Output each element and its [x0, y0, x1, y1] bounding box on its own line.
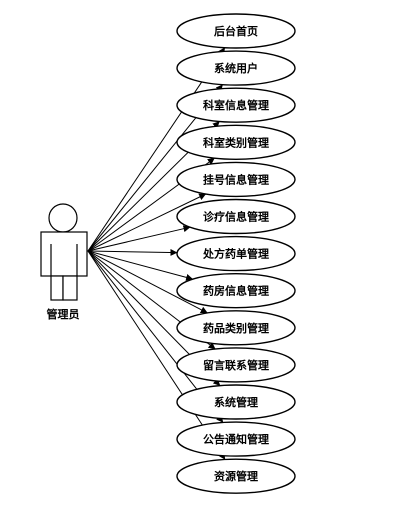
actor-label: 管理员 [47, 307, 80, 321]
association-line-pharmacy-info [87, 250, 194, 281]
use-case-pharmacy-info: 药房信息管理 [176, 273, 296, 309]
use-case-resources: 资源管理 [176, 458, 296, 494]
use-case-ellipse [176, 458, 296, 494]
use-case-ellipse [176, 87, 296, 123]
use-case-dashboard: 后台首页 [176, 13, 296, 49]
use-case-announcement: 公告通知管理 [176, 421, 296, 457]
use-case-ellipse [176, 310, 296, 346]
use-case-label: 公告通知管理 [203, 432, 269, 446]
use-case-ellipse [176, 347, 296, 383]
use-case-drug-category: 药品类别管理 [176, 310, 296, 346]
use-case-label: 诊疗信息管理 [203, 210, 269, 224]
use-case-department-category: 科室类别管理 [176, 124, 296, 161]
use-case-diagnosis-info: 诊疗信息管理 [176, 198, 296, 235]
use-case-ellipse [176, 198, 296, 235]
actor-leg-right [62, 275, 78, 301]
use-case-ellipse [176, 161, 296, 198]
use-case-system-users: 系统用户 [176, 50, 296, 86]
use-case-ellipse [176, 421, 296, 457]
association-line-diagnosis-info [87, 225, 191, 252]
use-case-ellipse [176, 273, 296, 309]
use-case-ellipse [176, 384, 296, 420]
actor-leg-left [50, 275, 64, 301]
association-line-drug-category [87, 250, 208, 314]
use-case-prescription: 处方药单管理 [176, 235, 296, 272]
use-case-label: 科室类别管理 [203, 135, 269, 149]
actor-torso [40, 231, 88, 277]
use-case-registration-info: 挂号信息管理 [176, 161, 296, 198]
use-case-label: 科室信息管理 [203, 98, 269, 112]
use-case-label: 资源管理 [214, 469, 258, 483]
use-case-department-info: 科室信息管理 [176, 87, 296, 123]
use-case-label: 药品类别管理 [203, 321, 269, 335]
actor: 管理员 [40, 203, 88, 321]
use-case-ellipse [176, 124, 296, 161]
use-case-label: 后台首页 [214, 24, 258, 38]
use-case-ellipse [176, 13, 296, 49]
use-case-label: 处方药单管理 [202, 247, 269, 261]
use-case-system-management: 系统管理 [176, 384, 296, 420]
use-case-ellipse [176, 50, 296, 86]
use-case-label: 留言联系管理 [203, 358, 269, 372]
use-case-label: 系统用户 [214, 61, 258, 75]
use-cases: 后台首页系统用户科室信息管理科室类别管理挂号信息管理诊疗信息管理处方药单管理药房… [176, 13, 296, 494]
use-case-ellipse [176, 235, 296, 272]
actor-head [48, 203, 78, 233]
use-case-message-contact: 留言联系管理 [176, 347, 296, 383]
use-case-label: 系统管理 [214, 395, 258, 409]
association-line-registration-info [87, 193, 207, 252]
use-case-label: 药房信息管理 [203, 284, 269, 298]
use-case-label: 挂号信息管理 [203, 172, 269, 186]
association-line-prescription [87, 248, 178, 256]
